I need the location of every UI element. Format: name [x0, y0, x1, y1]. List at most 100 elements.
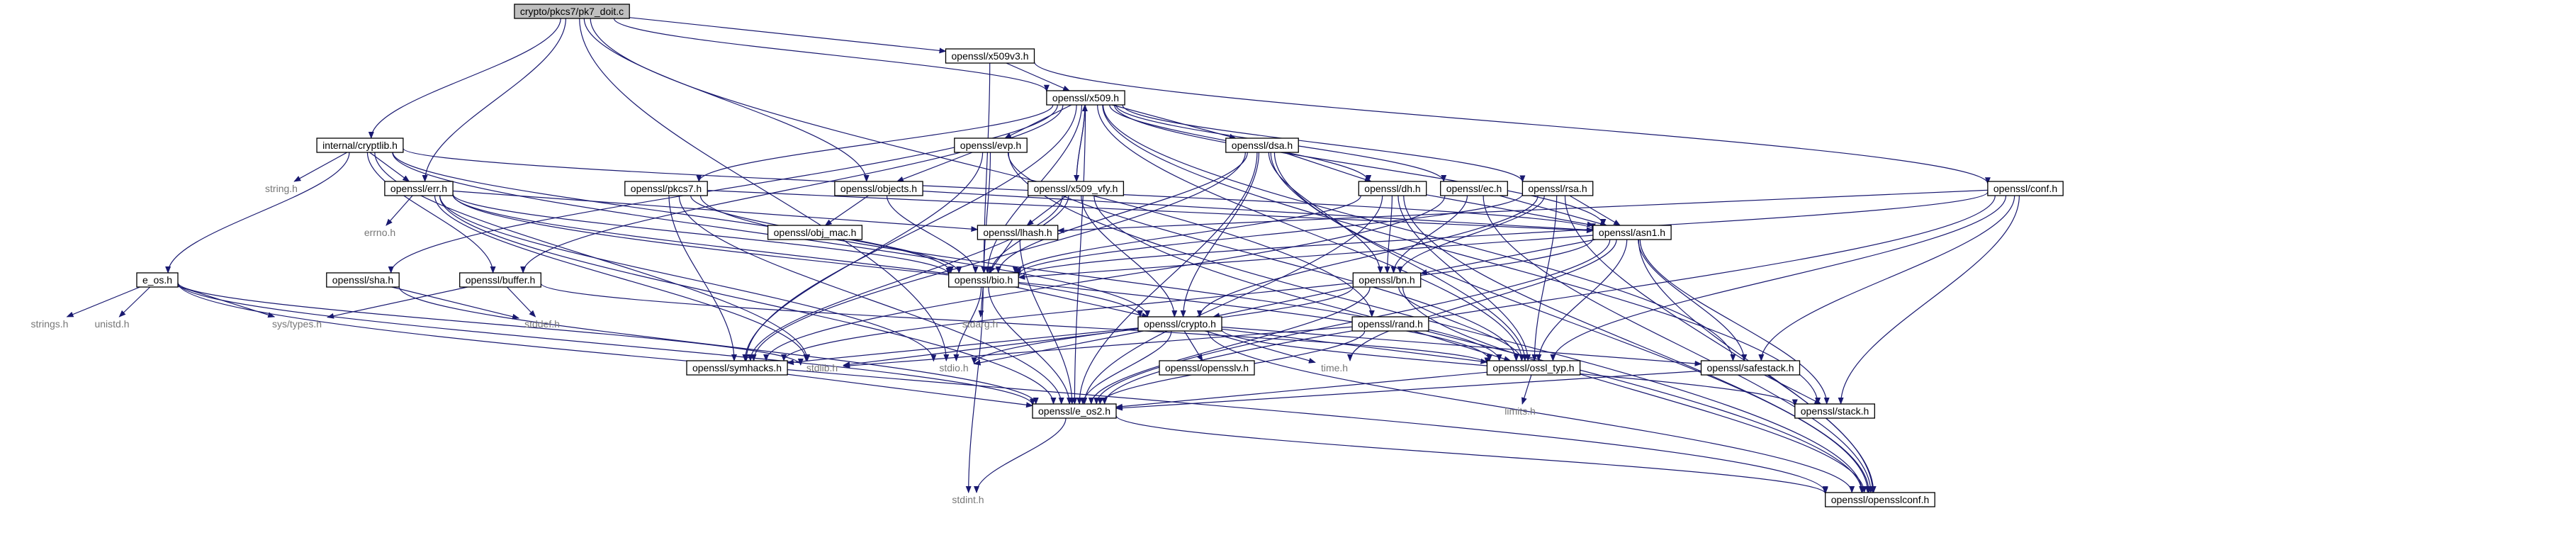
node-systypes: sys/types.h	[272, 318, 322, 330]
edge-crypto-to-opensslconf	[1208, 330, 1855, 493]
edge-evp-to-opensslconf	[1008, 152, 1865, 493]
edge-bio-to-stdarg	[978, 286, 984, 318]
edge-x509v3-to-conf	[1033, 61, 1991, 185]
node-label: openssl/rand.h	[1358, 318, 1423, 330]
node-sha[interactable]: openssl/sha.h	[326, 272, 400, 288]
edge-dh-to-opensslconf	[1403, 195, 1872, 493]
node-pkcs7[interactable]: openssl/pkcs7.h	[624, 181, 708, 196]
node-label: openssl/crypto.h	[1144, 318, 1216, 330]
node-ec[interactable]: openssl/ec.h	[1440, 181, 1508, 196]
node-conf[interactable]: openssl/conf.h	[1987, 181, 2064, 196]
edge-x509-to-buffer	[520, 104, 1064, 274]
edge-asn1-to-stack	[1639, 239, 1830, 405]
edge-crypto-to-stdlib	[843, 328, 1139, 368]
node-opensslconf[interactable]: openssl/opensslconf.h	[1825, 492, 1935, 507]
edge-buffer-to-stddef	[507, 286, 536, 318]
node-label: errno.h	[364, 227, 395, 238]
node-stack[interactable]: openssl/stack.h	[1794, 403, 1875, 419]
node-stdarg: stdarg.h	[962, 318, 999, 330]
edge-objects-to-objmac	[824, 195, 869, 226]
edge-x509-to-stack	[1102, 104, 1821, 405]
node-stdlib: stdlib.h	[806, 362, 838, 373]
edge-conf-to-ossltyp	[1550, 195, 2007, 361]
edge-dsa-to-bn	[1268, 152, 1383, 274]
edge-x509-to-evp	[1004, 104, 1072, 139]
edge-root-to-rand	[590, 18, 1375, 318]
node-opensslv[interactable]: openssl/opensslv.h	[1159, 360, 1255, 376]
edge-cryptlib-to-bio	[392, 152, 954, 274]
node-label: openssl/e_os2.h	[1038, 405, 1110, 417]
edge-bio-to-stdint	[965, 286, 984, 493]
node-rsa[interactable]: openssl/rsa.h	[1522, 181, 1594, 196]
node-ossltyp[interactable]: openssl/ossl_typ.h	[1486, 360, 1581, 376]
edge-safestack-to-eos2	[1115, 370, 1702, 411]
node-eos2[interactable]: openssl/e_os2.h	[1032, 403, 1117, 419]
node-label: openssl/x509v3.h	[952, 50, 1029, 62]
node-evp[interactable]: openssl/evp.h	[954, 137, 1028, 153]
edge-err-to-stdlib	[434, 195, 809, 361]
node-eos[interactable]: e_os.h	[136, 272, 179, 288]
node-objmac[interactable]: openssl/obj_mac.h	[767, 225, 863, 240]
node-safestack[interactable]: openssl/safestack.h	[1700, 360, 1801, 376]
node-crypto[interactable]: openssl/crypto.h	[1137, 316, 1222, 332]
node-label: openssl/asn1.h	[1599, 227, 1665, 238]
node-box	[136, 272, 179, 288]
edge-rand-to-ossltyp	[1413, 330, 1512, 362]
node-box	[514, 4, 630, 19]
edge-cryptlib-to-eos	[165, 152, 350, 274]
edge-crypto-to-stdio	[973, 330, 1144, 366]
edge-evp-to-bio	[981, 152, 991, 274]
node-dsa[interactable]: openssl/dsa.h	[1225, 137, 1299, 153]
edge-dh-to-asn1	[1426, 194, 1594, 227]
edge-x509vfy-to-lhash	[1026, 195, 1067, 226]
node-label: openssl/stack.h	[1801, 405, 1869, 417]
node-rand[interactable]: openssl/rand.h	[1351, 316, 1429, 332]
node-lhash[interactable]: openssl/lhash.h	[977, 225, 1059, 240]
edge-conf-to-lhash	[1057, 189, 1988, 234]
edge-dh-to-eos2	[1081, 195, 1383, 405]
node-cryptlib[interactable]: internal/cryptlib.h	[316, 137, 404, 153]
node-symhacks[interactable]: openssl/symhacks.h	[686, 360, 788, 376]
node-dh[interactable]: openssl/dh.h	[1358, 181, 1427, 196]
node-box	[686, 360, 788, 376]
edge-rsa-to-ossltyp	[1531, 195, 1558, 361]
node-label: openssl/opensslconf.h	[1831, 494, 1930, 505]
node-root[interactable]: crypto/pkcs7/pk7_doit.c	[514, 4, 630, 19]
node-err[interactable]: openssl/err.h	[384, 181, 454, 196]
edge-eos2-to-stdint	[974, 417, 1067, 493]
node-label: openssl/ossl_typ.h	[1492, 362, 1574, 373]
node-box	[954, 137, 1028, 153]
node-label: openssl/rsa.h	[1528, 183, 1587, 194]
node-x509[interactable]: openssl/x509.h	[1046, 90, 1125, 106]
edge-err-to-eos2	[439, 195, 1057, 405]
node-label: limits.h	[1504, 405, 1536, 417]
node-box	[1825, 492, 1935, 507]
edge-eos-to-opensslconf	[177, 282, 1828, 494]
edge-pkcs7-to-eos2	[678, 195, 1064, 405]
node-label: sys/types.h	[272, 318, 322, 330]
edge-objects-to-bio	[886, 195, 979, 274]
node-box	[326, 272, 400, 288]
node-x509vfy[interactable]: openssl/x509_vfy.h	[1027, 181, 1125, 196]
node-label: openssl/objects.h	[840, 183, 917, 194]
node-asn1[interactable]: openssl/asn1.h	[1592, 225, 1672, 240]
node-bio[interactable]: openssl/bio.h	[948, 272, 1019, 288]
node-x509v3[interactable]: openssl/x509v3.h	[945, 48, 1035, 64]
edge-err-to-crypto	[452, 194, 1143, 318]
node-box	[1027, 181, 1125, 196]
node-buffer[interactable]: openssl/buffer.h	[459, 272, 541, 288]
node-unistd: unistd.h	[94, 318, 129, 330]
node-errno: errno.h	[364, 227, 395, 238]
node-strings: strings.h	[31, 318, 69, 330]
node-box	[1159, 360, 1255, 376]
node-bn[interactable]: openssl/bn.h	[1352, 272, 1422, 288]
node-box	[945, 48, 1035, 64]
node-label: internal/cryptlib.h	[322, 140, 398, 151]
edge-crypto-to-ossltyp	[1221, 328, 1488, 364]
node-objects[interactable]: openssl/objects.h	[834, 181, 923, 196]
node-box	[1592, 225, 1672, 240]
node-box	[1137, 316, 1222, 332]
node-label: time.h	[1321, 362, 1348, 373]
edge-x509-to-eos2	[1072, 104, 1086, 405]
node-label: openssl/conf.h	[1993, 183, 2057, 194]
